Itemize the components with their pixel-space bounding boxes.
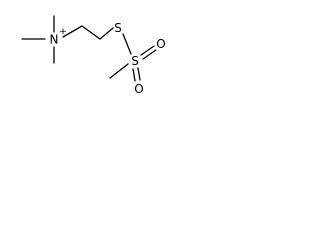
atom-labels: N + S S O O [50, 21, 166, 96]
nitrogen-charge-label: + [59, 27, 67, 37]
bond-c2-s [99, 27, 114, 40]
bonds [21, 15, 157, 82]
oxygen-bottom-atom-label: O [134, 82, 143, 96]
structure-diagram: N + S S O O [21, 15, 166, 96]
bond-s-o-top-a [140, 45, 155, 56]
sulfonyl-sulfur-atom-label: S [131, 54, 139, 68]
bond-s-methyl [109, 63, 129, 79]
bond-s-s [122, 33, 132, 55]
bond-s-o-bottom-b [137, 67, 141, 81]
bond-c1-c2 [81, 25, 101, 40]
bond-n-c1 [62, 25, 83, 38]
bond-s-o-top-b [142, 49, 157, 60]
thio-sulfur-atom-label: S [114, 21, 122, 35]
bond-s-o-bottom-a [132, 68, 136, 82]
nitrogen-atom-label: N [50, 33, 59, 47]
oxygen-top-atom-label: O [156, 37, 165, 51]
